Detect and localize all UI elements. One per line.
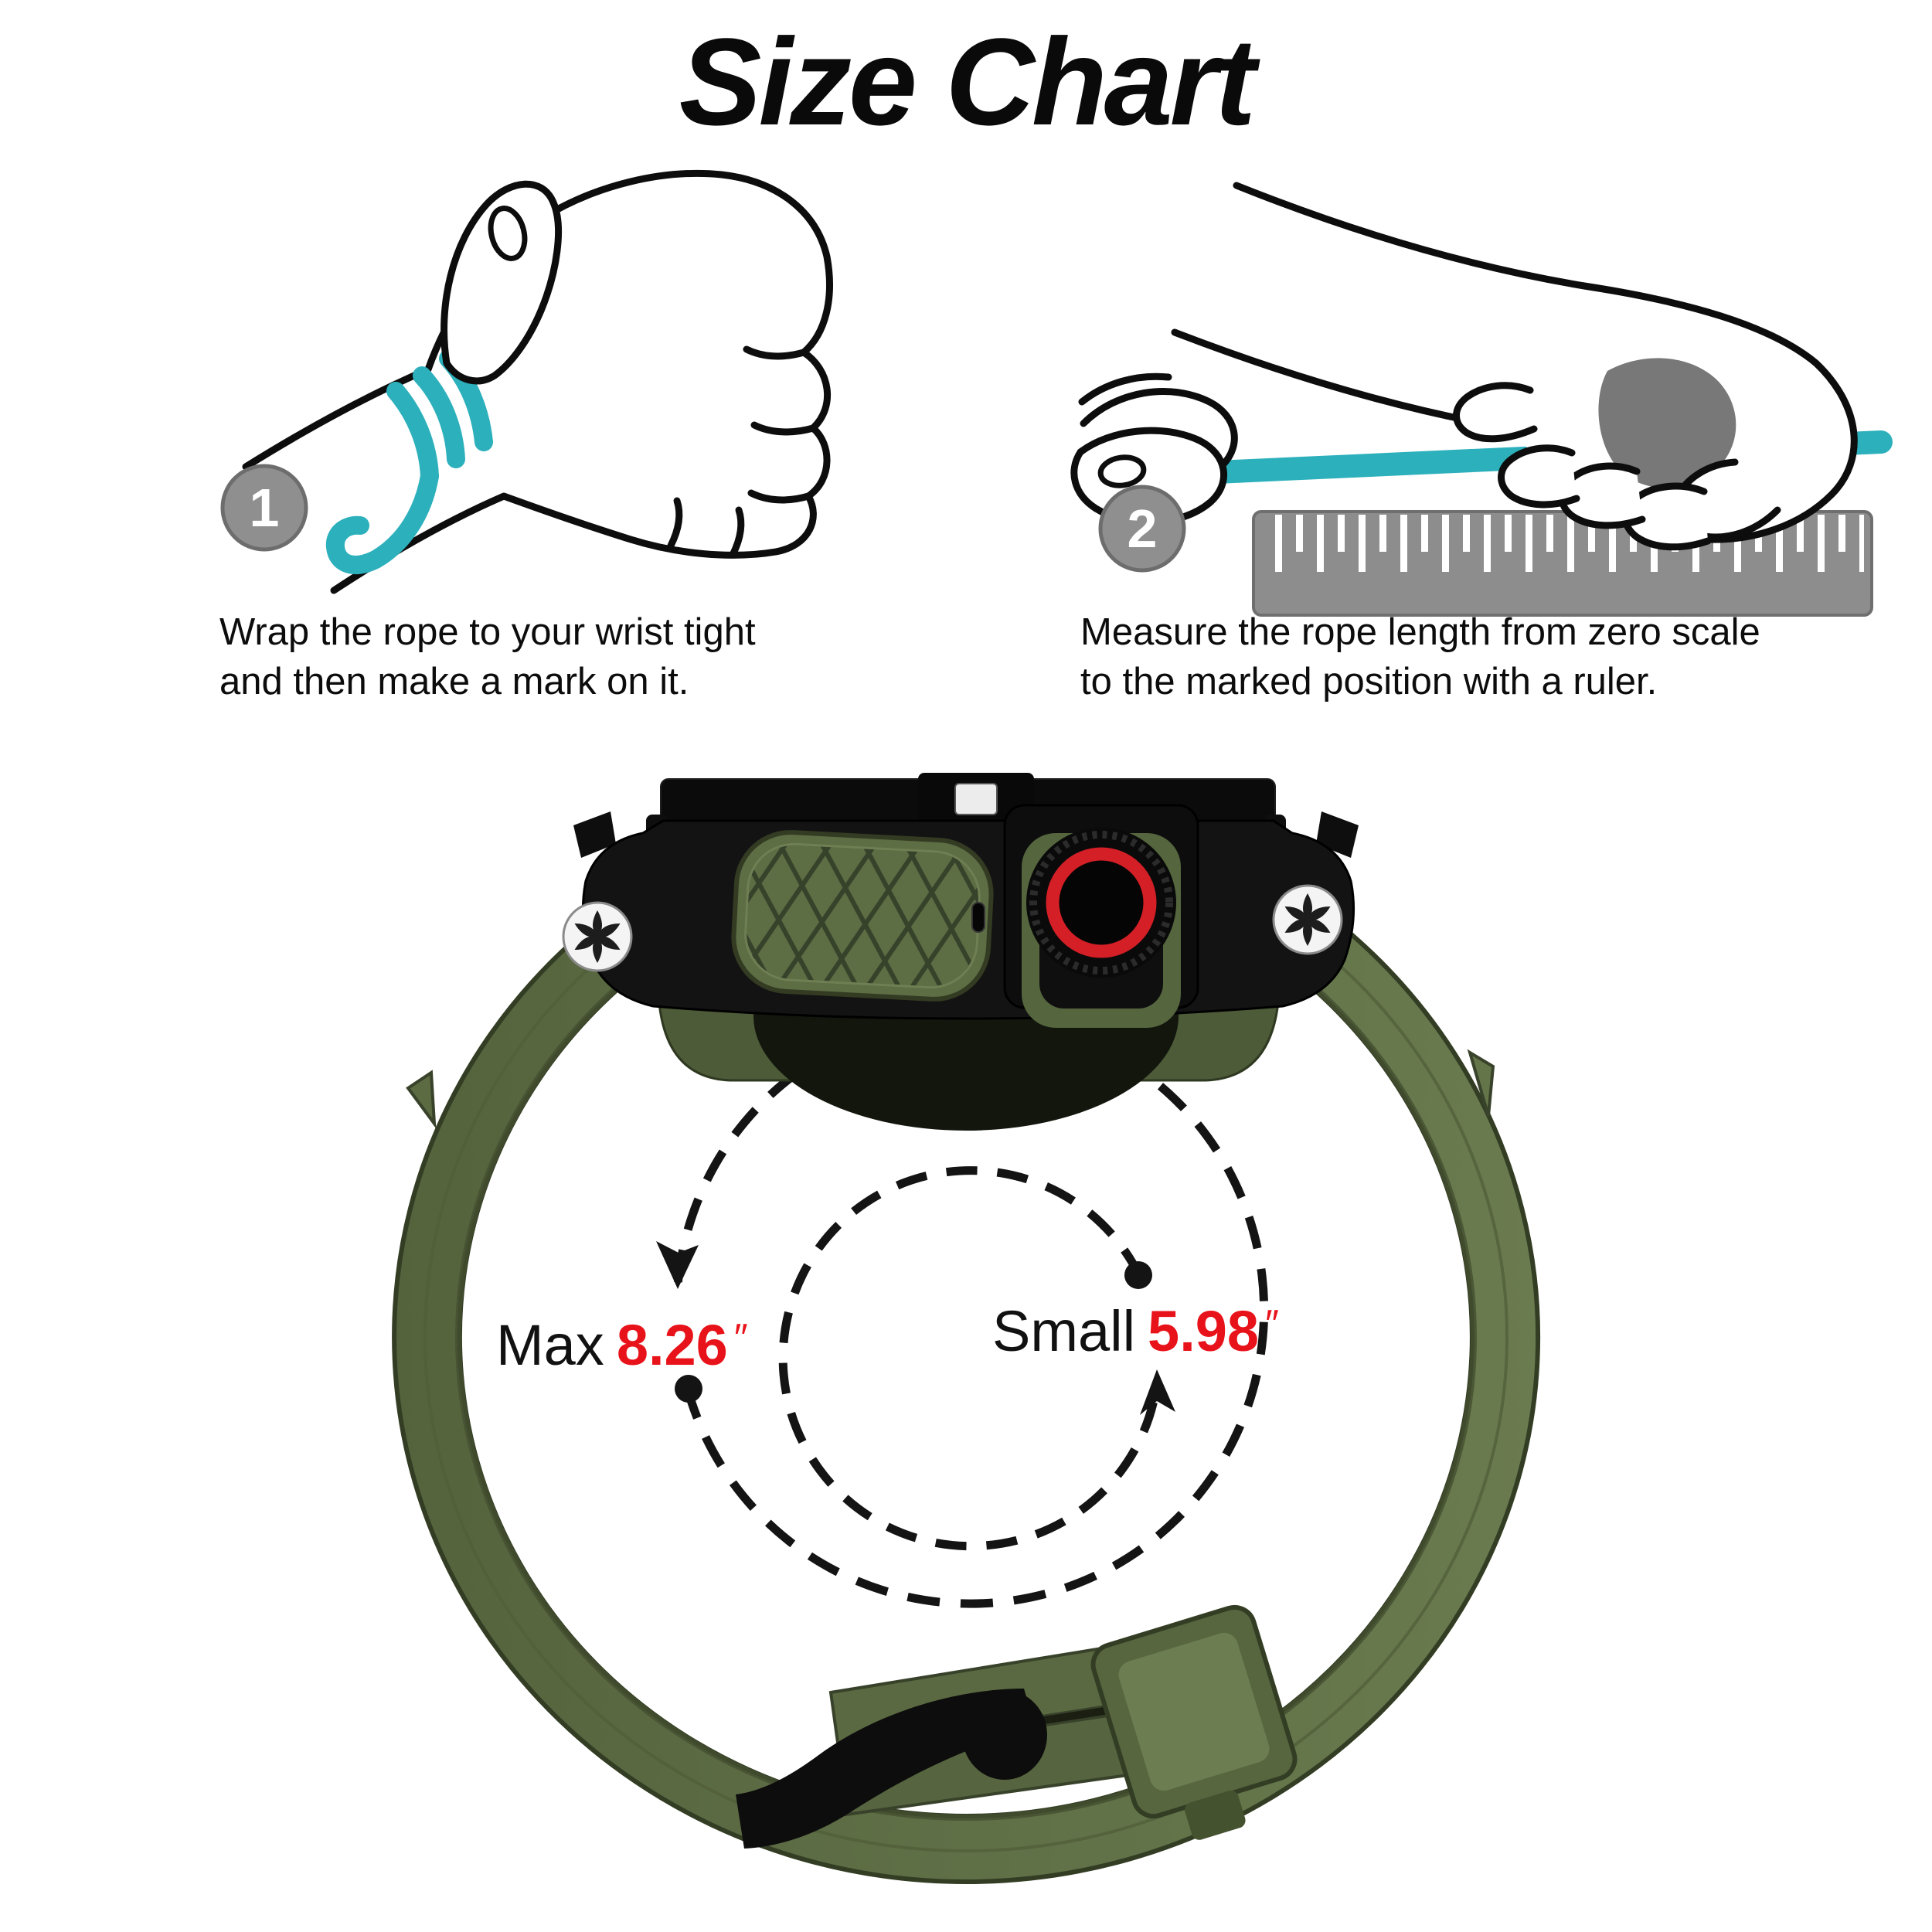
step2-caption: Measure the rope length from zero scale … (1080, 607, 1760, 706)
max-label: Max (496, 1313, 604, 1377)
band-keeper (1090, 1604, 1298, 1840)
max-value: 8.26 (616, 1313, 728, 1377)
step2-hand-illustration (1171, 182, 1858, 551)
mic-hole-icon (971, 902, 985, 933)
page-title: Size Chart (679, 12, 1256, 151)
screw-left-icon (562, 901, 633, 972)
crown-red-ring (1046, 847, 1157, 958)
band-tail-assembly (736, 1604, 1298, 1849)
small-unit: ″ (1265, 1301, 1279, 1345)
max-unit: ″ (733, 1315, 748, 1359)
step1-badge-number: 1 (249, 478, 280, 538)
crown-module (1003, 804, 1199, 1028)
size-circle-small (778, 1166, 1175, 1551)
watch-case (562, 773, 1359, 1131)
step2-pinch-fingers (1070, 372, 1238, 526)
step1-thumb (440, 180, 563, 385)
step1-badge-circle (220, 464, 308, 552)
band-notch-left (406, 1070, 437, 1129)
step2-badge-number: 2 (1127, 498, 1158, 559)
step2-caption-line1: Measure the rope length from zero scale (1080, 611, 1760, 653)
screw-right-icon (1272, 884, 1343, 955)
case-flange-left (573, 811, 616, 858)
arrow-up-icon (1140, 1369, 1175, 1415)
band-notch-right (1467, 1049, 1495, 1117)
step1-caption-line2: and then make a mark on it. (219, 661, 689, 702)
step2-caption-line2: to the marked position with a ruler. (1080, 661, 1658, 702)
side-grip-button (731, 830, 994, 1002)
step1-caption-line1: Wrap the rope to your wrist tight (219, 611, 756, 653)
small-value: 5.98 (1148, 1299, 1260, 1363)
arrow-down-icon (656, 1241, 699, 1289)
band-black-hook (736, 1689, 1047, 1849)
step1-caption: Wrap the rope to your wrist tight and th… (219, 607, 756, 706)
dot-marker (675, 1375, 702, 1403)
step2-badge-circle (1098, 485, 1186, 573)
top-button-icon (954, 783, 998, 815)
dot-marker (1124, 1261, 1152, 1289)
small-label: Small (992, 1299, 1136, 1363)
